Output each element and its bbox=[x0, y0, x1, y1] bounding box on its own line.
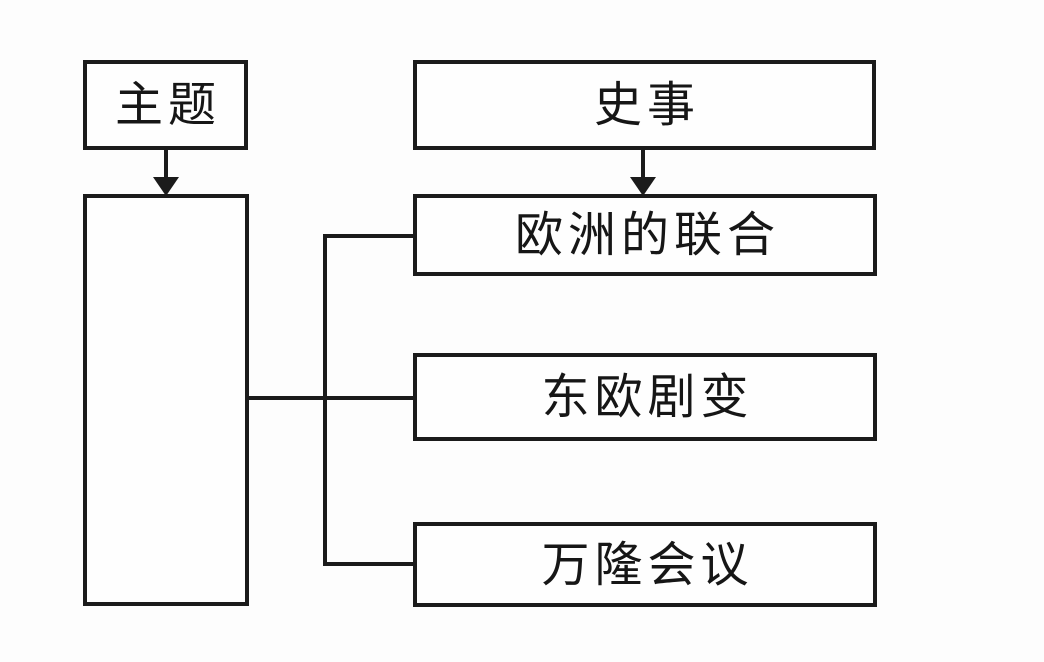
event-box-european-union: 欧洲的联合 bbox=[413, 194, 877, 276]
event-label: 欧洲的联合 bbox=[514, 207, 780, 263]
theme-arrow-down-icon bbox=[153, 150, 179, 196]
event-label: 万隆会议 bbox=[541, 536, 754, 593]
events-arrow-down-icon bbox=[630, 150, 656, 196]
answer-blank-box bbox=[83, 194, 249, 606]
theme-header-label: 主题 bbox=[114, 77, 221, 133]
event-label: 东欧剧变 bbox=[541, 369, 754, 425]
events-header-box: 史事 bbox=[413, 60, 876, 150]
event-box-eastern-europe-upheaval: 东欧剧变 bbox=[413, 353, 877, 441]
theme-header-box: 主题 bbox=[83, 60, 248, 150]
bracket-connector bbox=[249, 234, 413, 566]
event-box-bandung-conference: 万隆会议 bbox=[413, 522, 877, 607]
events-header-label: 史事 bbox=[593, 77, 700, 133]
